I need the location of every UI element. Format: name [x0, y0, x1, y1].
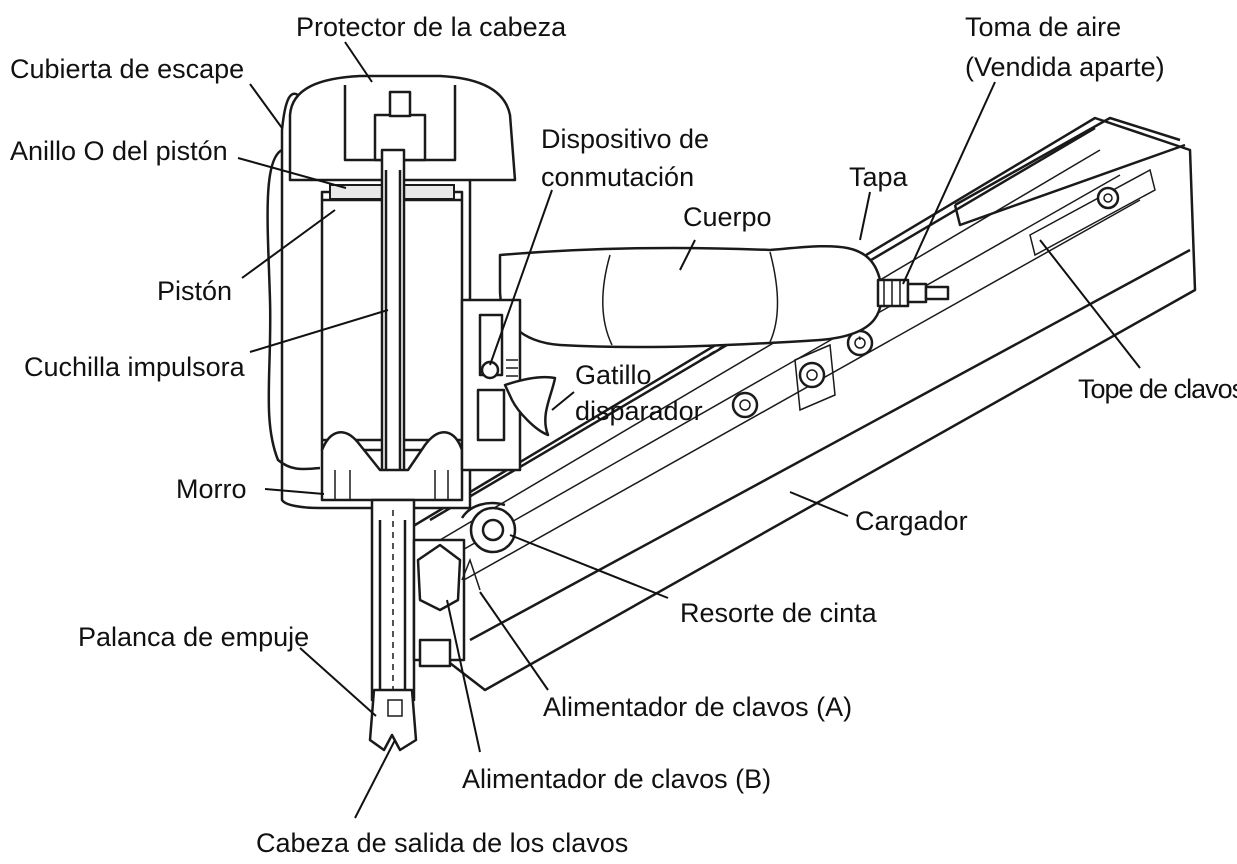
leader-cabeza-salida	[354, 739, 396, 819]
label-piston: Pistón	[157, 276, 232, 306]
label-dispositivo-line1: Dispositivo de	[541, 124, 709, 154]
leader-cubierta-escape	[249, 83, 283, 129]
label-toma-aire-line1: Toma de aire	[965, 12, 1121, 42]
leader-tope-clavos	[1039, 239, 1141, 369]
label-alimentador-a: Alimentador de clavos (A)	[543, 692, 852, 722]
leader-toma-aire	[902, 81, 996, 285]
label-gatillo-line1: Gatillo	[575, 360, 652, 390]
body-grip-drawing	[498, 244, 950, 349]
label-protector-cabeza: Protector de la cabeza	[296, 12, 567, 42]
leader-cargador	[789, 491, 849, 517]
leader-morro	[264, 488, 325, 495]
magazine-drawing	[408, 116, 1197, 692]
leader-cuchilla	[249, 309, 389, 353]
label-resorte: Resorte de cinta	[680, 598, 878, 628]
nail-gun-illustration	[266, 74, 1197, 752]
labels: Protector de la cabeza Cubierta de escap…	[10, 12, 1237, 858]
leader-palanca	[299, 647, 377, 717]
label-cuchilla: Cuchilla impulsora	[24, 352, 246, 382]
label-anillo-o: Anillo O del pistón	[10, 136, 228, 166]
label-morro: Morro	[176, 474, 247, 504]
label-palanca: Palanca de empuje	[78, 622, 309, 652]
leader-gatillo	[551, 391, 575, 411]
label-cabeza-salida: Cabeza de salida de los clavos	[256, 828, 628, 858]
leader-cuerpo	[679, 239, 696, 271]
leader-protector-cabeza	[344, 41, 373, 83]
leader-resorte	[509, 534, 669, 599]
leader-tapa	[859, 191, 871, 241]
cylinder-housing-drawing	[266, 74, 517, 512]
label-gatillo-line2: disparador	[575, 396, 703, 426]
label-alimentador-b: Alimentador de clavos (B)	[462, 764, 771, 794]
label-tapa: Tapa	[849, 162, 909, 192]
leader-alimentador-b	[446, 599, 481, 753]
label-cuerpo: Cuerpo	[683, 202, 772, 232]
nose-drawing	[368, 498, 517, 752]
leader-alimentador-a	[479, 591, 549, 691]
label-cargador: Cargador	[855, 506, 968, 536]
trigger-valve-drawing	[460, 298, 557, 472]
leader-piston	[241, 209, 336, 279]
leader-lines	[237, 41, 1141, 819]
label-toma-aire-line2: (Vendida aparte)	[965, 52, 1165, 82]
leader-dispositivo	[489, 189, 553, 366]
label-dispositivo-line2: conmutación	[541, 162, 694, 192]
leader-anillo-o	[237, 157, 347, 189]
label-cubierta-escape: Cubierta de escape	[10, 54, 244, 84]
label-tope-clavos: Tope de clavos	[1078, 374, 1237, 404]
